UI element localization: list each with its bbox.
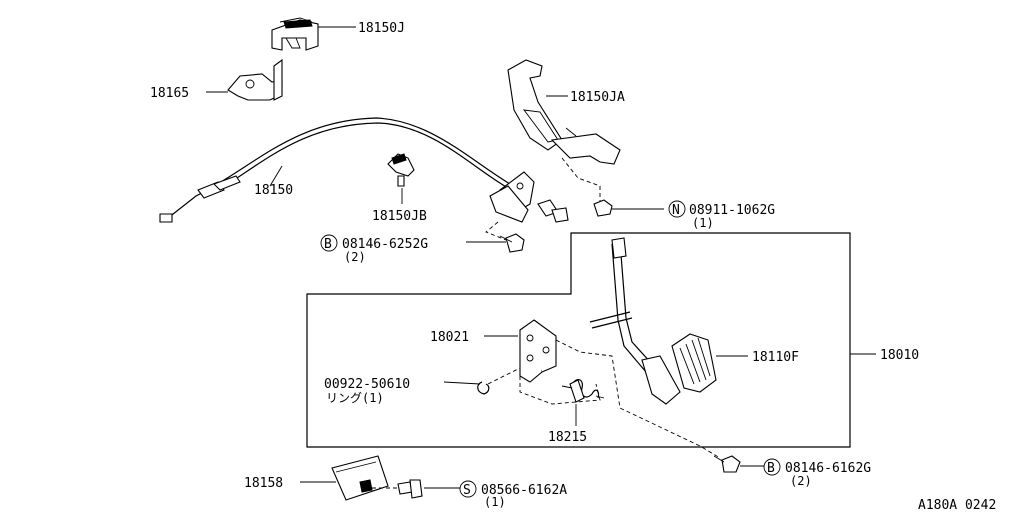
part-18165 bbox=[227, 58, 283, 101]
prefix-circle-s bbox=[459, 480, 477, 498]
label-ring-part: 00922-50610 bbox=[324, 377, 410, 392]
label-ring-name: リング(1) bbox=[326, 391, 384, 405]
prefix-circle-b2 bbox=[763, 458, 781, 476]
prefix-circle-b1 bbox=[320, 234, 338, 252]
label-b-part-2-qty: (2) bbox=[790, 474, 812, 488]
part-bolt-08146-6252G bbox=[499, 233, 525, 253]
label-s-part-qty: (1) bbox=[484, 495, 506, 509]
part-18215 bbox=[561, 379, 605, 403]
prefix-b2-text: B bbox=[767, 461, 775, 476]
label-b-part-2: 08146-6162G bbox=[785, 461, 871, 476]
label-18021: 18021 bbox=[430, 330, 469, 345]
prefix-s-text: S bbox=[463, 483, 471, 498]
part-18150J bbox=[271, 17, 319, 51]
label-18110F: 18110F bbox=[752, 350, 799, 365]
label-18150JB: 18150JB bbox=[372, 209, 427, 224]
label-18165: 18165 bbox=[150, 86, 189, 101]
part-pedal-arm bbox=[589, 237, 681, 405]
part-bolt-08146-6162G bbox=[713, 455, 741, 473]
label-s-part: 08566-6162A bbox=[481, 483, 567, 498]
part-18150JA bbox=[507, 59, 621, 165]
label-18150J: 18150J bbox=[358, 21, 405, 36]
part-18110F bbox=[671, 333, 717, 393]
prefix-n-text: N bbox=[672, 203, 680, 218]
label-18150JA: 18150JA bbox=[570, 90, 625, 105]
leader-ring bbox=[443, 381, 481, 385]
label-18150: 18150 bbox=[254, 183, 293, 198]
part-ring bbox=[477, 381, 490, 395]
dash-bracket-spring bbox=[519, 376, 601, 405]
label-b-part-1-qty: (2) bbox=[344, 250, 366, 264]
part-nut-08911 bbox=[593, 199, 613, 217]
dash-pedal-bolt bbox=[555, 339, 721, 459]
part-18021 bbox=[519, 319, 557, 383]
footer-code: A180A 0242 bbox=[918, 498, 996, 512]
label-18010: 18010 bbox=[880, 348, 919, 363]
part-18150-cable bbox=[159, 117, 511, 223]
prefix-b1-text: B bbox=[324, 237, 332, 252]
part-cable-end-bracket bbox=[489, 171, 569, 223]
leader-18150 bbox=[269, 165, 283, 187]
dash-18150JA-nut bbox=[561, 157, 601, 204]
dash-bolt-1 bbox=[485, 221, 507, 241]
part-18150JB bbox=[387, 153, 415, 187]
dash-ring bbox=[487, 367, 521, 385]
part-screw-08566 bbox=[397, 479, 423, 499]
prefix-circle-n bbox=[668, 200, 686, 218]
label-n-part: 08911-1062G bbox=[689, 203, 775, 218]
label-18215: 18215 bbox=[548, 430, 587, 445]
label-b-part-1: 08146-6252G bbox=[342, 237, 428, 252]
label-18158: 18158 bbox=[244, 476, 283, 491]
part-18158 bbox=[331, 455, 389, 501]
assembly-outline-18010 bbox=[306, 232, 851, 448]
label-n-part-qty: (1) bbox=[692, 216, 714, 230]
